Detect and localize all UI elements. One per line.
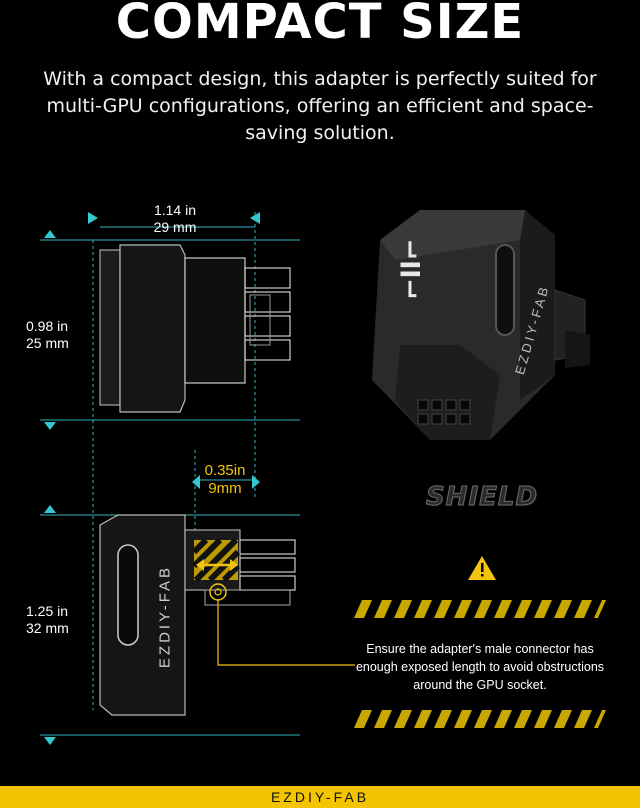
warning-triangle-icon [468,556,496,580]
brand-vertical-front: EZDIY-FAB [156,564,174,669]
shield-label: SHIELD [425,482,539,513]
bottom-height-label: 1.25 in 32 mm [26,603,96,637]
hazard-stripe-bottom [354,710,606,728]
width-label: 1.14 in 29 mm [130,202,220,236]
height-mm: 25 mm [26,335,69,351]
height-label: 0.98 in 25 mm [26,318,96,352]
hazard-stripe-top [354,600,606,618]
bottom-mm: 32 mm [26,620,69,636]
footer-brand: EZDIY-FAB [0,786,640,808]
width-in: 1.14 in [153,202,197,218]
warning-text: Ensure the adapter's male connector has … [355,642,605,692]
brand-logo-icon: ⌐ll⌐ [397,239,427,300]
page-subtitle: With a compact design, this adapter is p… [43,68,597,144]
bottom-in: 1.25 in [26,603,69,619]
adapter-side-view-top [99,244,291,413]
page-title: COMPACT SIZE [115,0,525,50]
offset-in: 0.35in [204,462,246,479]
offset-label: 0.35in 9mm [190,462,260,498]
offset-mm: 9mm [208,480,242,497]
adapter-front-view-bottom [99,514,355,716]
width-mm: 29 mm [153,219,197,235]
adapter-product-render: ⌐ll⌐ [372,210,590,440]
height-in: 0.98 in [26,318,69,334]
